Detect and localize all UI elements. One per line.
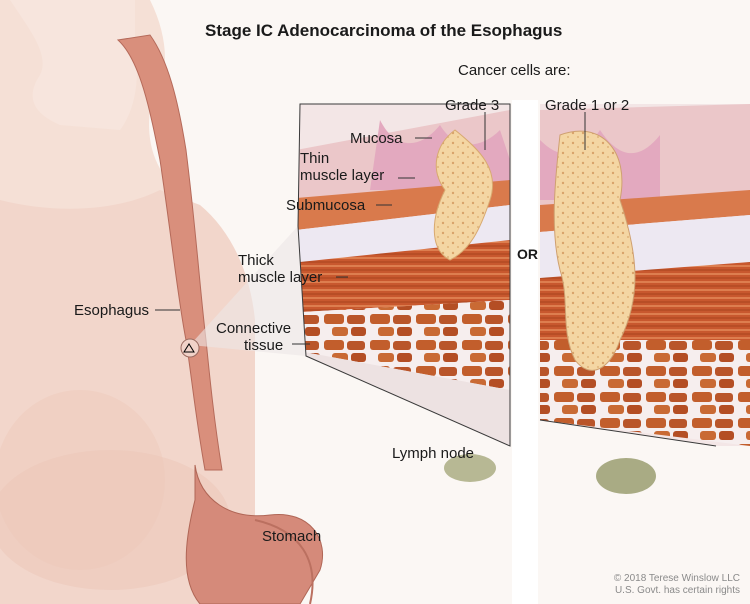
mucosa-label: Mucosa xyxy=(350,130,403,147)
grade-1-or-2-label: Grade 1 or 2 xyxy=(545,97,630,114)
lymph-node-left xyxy=(444,454,496,482)
figure-title: Stage IC Adenocarcinoma of the Esophagus xyxy=(205,21,563,40)
connective-tissue-label-1: Connective xyxy=(216,320,292,337)
connective-tissue-label-2: tissue xyxy=(244,337,284,354)
thin-muscle-label-2: muscle layer xyxy=(300,167,385,184)
right-section xyxy=(540,104,750,446)
zoom-cone xyxy=(190,226,306,356)
thick-muscle-label-1: Thick xyxy=(238,252,274,269)
thin-muscle-label-1: Thin xyxy=(300,150,330,167)
submucosa-label: Submucosa xyxy=(286,197,366,214)
copyright-line-2: U.S. Govt. has certain rights xyxy=(614,585,740,596)
copyright-line-1: © 2018 Terese Winslow LLC xyxy=(613,573,740,584)
esophagus-tube xyxy=(116,34,324,604)
leader-lines xyxy=(155,112,586,345)
grade-3-label: Grade 3 xyxy=(445,97,500,114)
lymph-node-right xyxy=(596,458,656,494)
or-label: OR xyxy=(517,246,538,262)
esophagus-label: Esophagus xyxy=(74,302,150,319)
stomach-label: Stomach xyxy=(262,528,322,545)
lymph-node-label: Lymph node xyxy=(392,445,475,462)
thick-muscle-label-2: muscle layer xyxy=(238,269,323,286)
cancer-cells-label: Cancer cells are: xyxy=(458,62,571,79)
section-gap xyxy=(512,100,538,604)
